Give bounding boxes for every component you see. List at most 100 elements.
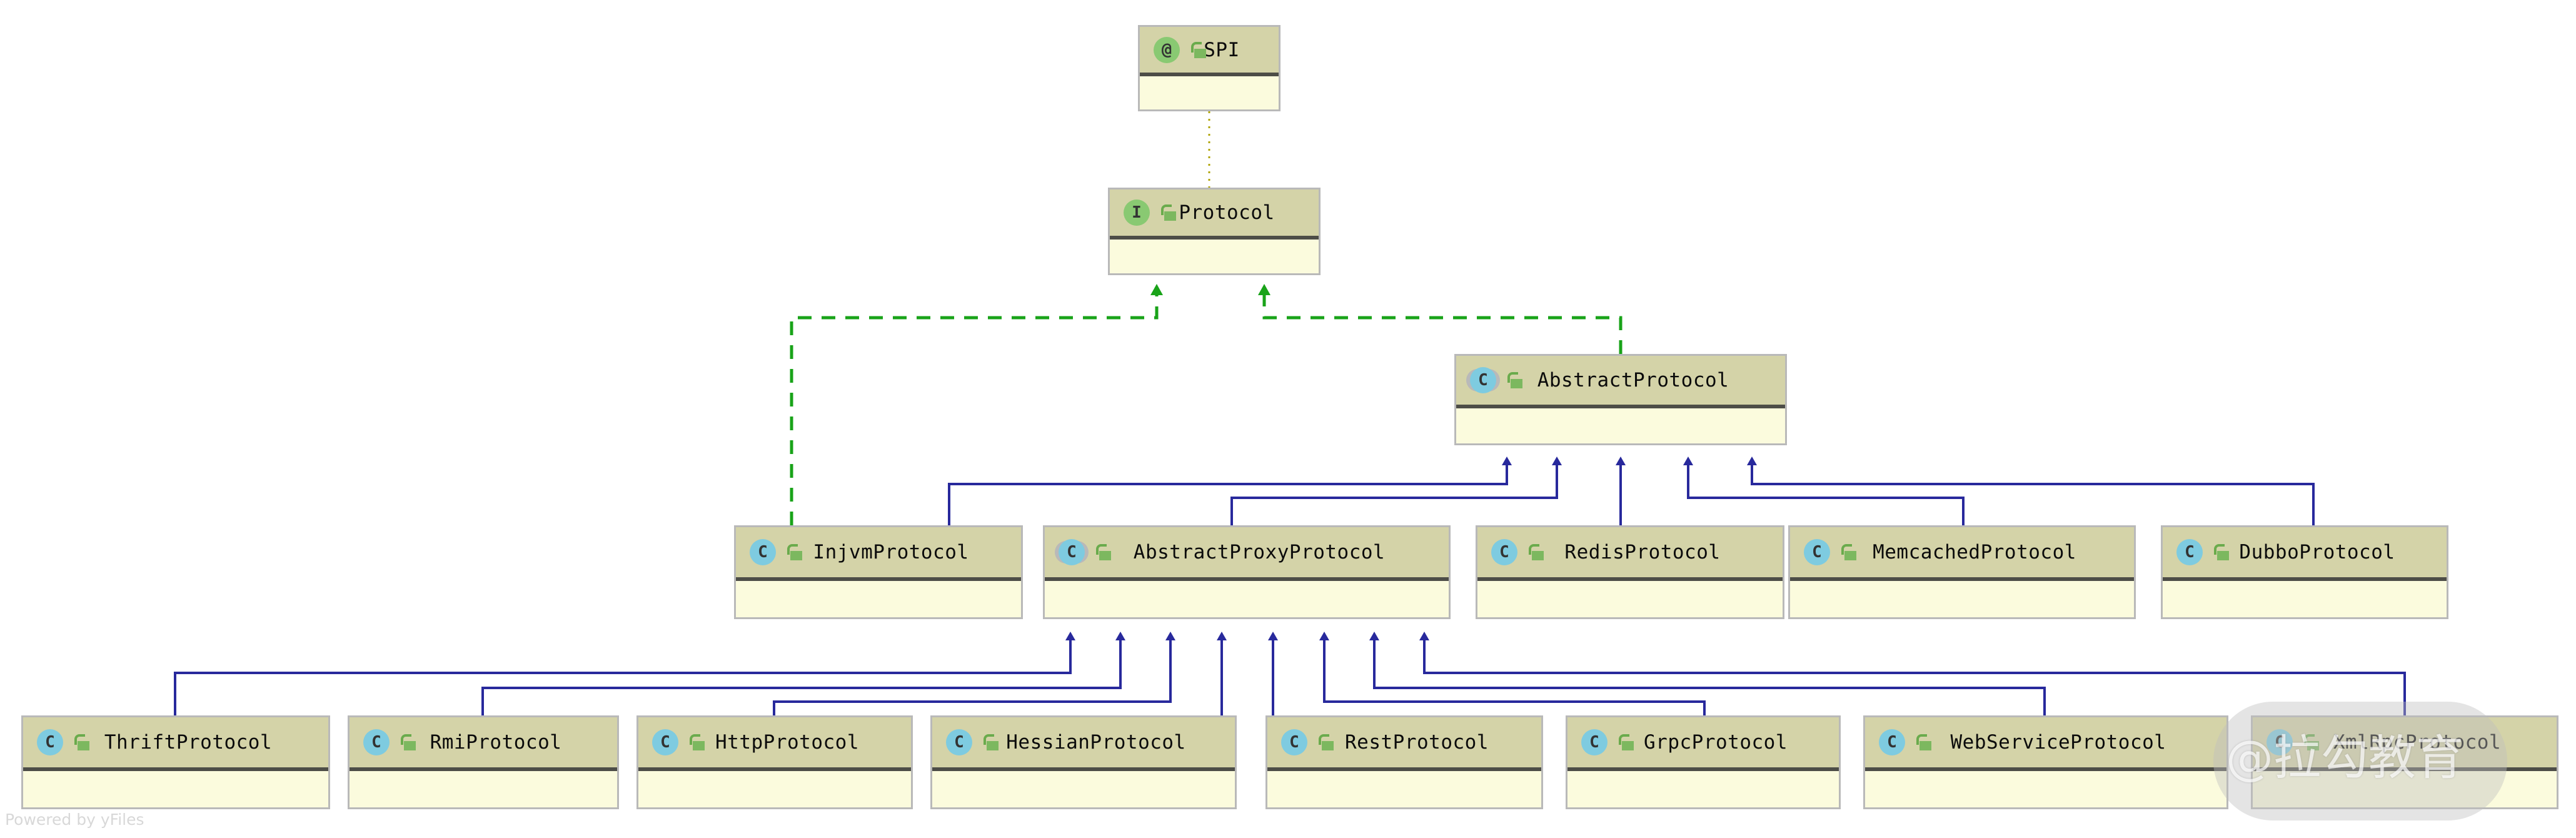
- node-members-compartment: [23, 771, 328, 807]
- edge-realization-abstractprotocol-protocol: [1258, 284, 1623, 354]
- class-badge-icon: C: [1879, 729, 1905, 756]
- class-badge-icon: C: [750, 539, 776, 566]
- edge-inheritance-thrift-abstractproxy: [174, 632, 1075, 715]
- node-header: C InjvmProtocol: [736, 527, 1021, 582]
- edge-inheritance-injvm-abstractprotocol: [948, 457, 1512, 525]
- node-title: SPI: [1204, 38, 1240, 61]
- node-members-compartment: [2163, 581, 2447, 617]
- node-members-compartment: [1140, 76, 1279, 109]
- node-header: C RedisProtocol: [1477, 527, 1783, 582]
- node-header: C AbstractProtocol: [1456, 356, 1785, 408]
- node-title: ThriftProtocol: [104, 731, 273, 754]
- node-members-compartment: [1110, 240, 1319, 273]
- unlock-icon: [400, 734, 416, 751]
- unlock-icon: [1840, 544, 1856, 561]
- node-members-compartment: [638, 771, 911, 807]
- class-node-thrift[interactable]: C ThriftProtocol: [21, 715, 330, 809]
- node-title: MemcachedProtocol: [1873, 541, 2076, 564]
- class-node-abstract[interactable]: C AbstractProtocol: [1454, 354, 1787, 445]
- class-node-injvm[interactable]: C InjvmProtocol: [734, 525, 1023, 619]
- class-node-xmlrpc[interactable]: C XmlRpcProtocol: [2251, 715, 2558, 809]
- unlock-icon: [1618, 734, 1634, 751]
- node-header: I Protocol: [1110, 189, 1319, 240]
- yfiles-credit: Powered by yFiles: [5, 810, 144, 829]
- node-members-compartment: [736, 581, 1021, 617]
- node-members-compartment: [1790, 581, 2134, 617]
- node-members-compartment: [2253, 771, 2557, 807]
- unlock-icon: [1527, 544, 1544, 561]
- interface-badge-icon: I: [1124, 199, 1150, 226]
- unlock-icon: [786, 544, 802, 561]
- node-title: RestProtocol: [1345, 731, 1489, 754]
- node-title: RmiProtocol: [430, 731, 562, 754]
- unlock-icon: [1317, 734, 1334, 751]
- edge-inheritance-abstractproxy-abstractprotocol: [1230, 457, 1562, 525]
- class-node-rest[interactable]: C RestProtocol: [1265, 715, 1543, 809]
- unlock-icon: [2303, 734, 2319, 751]
- node-title: HessianProtocol: [1006, 731, 1186, 754]
- node-header: C WebServiceProtocol: [1865, 717, 2226, 772]
- class-node-protocol[interactable]: I Protocol: [1108, 188, 1321, 275]
- class-badge-icon: C: [652, 729, 678, 756]
- class-badge-icon: C: [1491, 539, 1517, 566]
- unlock-icon: [73, 734, 89, 751]
- unlock-icon: [1190, 41, 1206, 58]
- node-title: AbstractProtocol: [1537, 369, 1729, 391]
- node-title: AbstractProxyProtocol: [1133, 541, 1386, 564]
- node-members-compartment: [1456, 408, 1785, 443]
- abstract-class-badge-icon: C: [1059, 539, 1085, 566]
- node-members-compartment: [1865, 771, 2226, 807]
- edge-inheritance-http-abstractproxy: [773, 632, 1175, 715]
- node-header: C AbstractProxyProtocol: [1045, 527, 1449, 582]
- edge-inheritance-dubbo-abstractprotocol: [1747, 457, 2315, 525]
- unlock-icon: [1160, 204, 1176, 221]
- node-members-compartment: [350, 771, 617, 807]
- node-title: DubboProtocol: [2239, 541, 2395, 564]
- node-members-compartment: [932, 771, 1235, 807]
- class-node-memcached[interactable]: C MemcachedProtocol: [1788, 525, 2136, 619]
- edge-inheritance-memcached-abstractprotocol: [1683, 457, 1965, 525]
- class-badge-icon: C: [2267, 729, 2293, 756]
- edge-inheritance-webservice-abstractproxy: [1369, 632, 2046, 715]
- node-title: RedisProtocol: [1564, 541, 1721, 564]
- node-title: Protocol: [1179, 201, 1275, 225]
- abstract-class-badge-icon: C: [1470, 367, 1496, 393]
- node-members-compartment: [1567, 771, 1839, 807]
- class-node-abstractproxy[interactable]: C AbstractProxyProtocol: [1043, 525, 1451, 619]
- edge-inheritance-rmi-abstractproxy: [481, 632, 1125, 715]
- class-badge-icon: C: [1804, 539, 1830, 566]
- node-header: C XmlRpcProtocol: [2253, 717, 2557, 772]
- unlock-icon: [1506, 372, 1522, 388]
- edge-inheritance-grpc-abstractproxy: [1319, 632, 1706, 715]
- class-node-hessian[interactable]: C HessianProtocol: [930, 715, 1237, 809]
- unlock-icon: [1095, 544, 1111, 561]
- node-header: C MemcachedProtocol: [1790, 527, 2134, 582]
- class-badge-icon: C: [1281, 729, 1307, 756]
- node-title: InjvmProtocol: [813, 541, 969, 564]
- unlock-icon: [2213, 544, 2229, 561]
- annotation-badge-icon: @: [1154, 36, 1180, 63]
- node-title: WebServiceProtocol: [1950, 731, 2166, 754]
- node-title: XmlRpcProtocol: [2333, 731, 2502, 754]
- class-badge-icon: C: [946, 729, 972, 756]
- watermark-blob: [2213, 702, 2507, 820]
- class-node-webservice[interactable]: C WebServiceProtocol: [1863, 715, 2228, 809]
- node-members-compartment: [1267, 771, 1541, 807]
- class-badge-icon: C: [37, 729, 63, 756]
- unlock-icon: [982, 734, 999, 751]
- node-header: C ThriftProtocol: [23, 717, 328, 772]
- class-node-spi[interactable]: @ SPI: [1138, 25, 1280, 111]
- unlock-icon: [1915, 734, 1931, 751]
- class-node-redis[interactable]: C RedisProtocol: [1476, 525, 1784, 619]
- node-header: @ SPI: [1140, 27, 1279, 77]
